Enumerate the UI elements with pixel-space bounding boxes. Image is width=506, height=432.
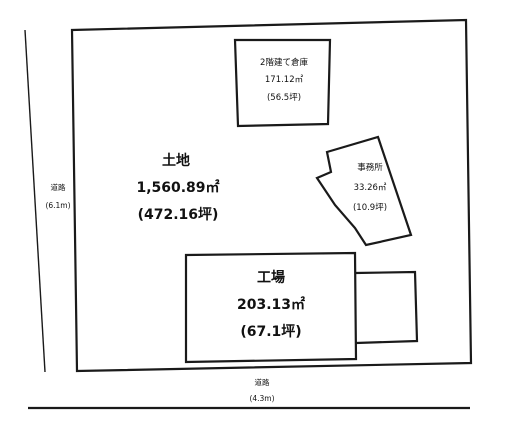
warehouse-outline xyxy=(233,38,332,128)
factory-area: 203.13㎡ xyxy=(237,296,305,313)
factory-outline xyxy=(184,251,358,364)
land-tsubo: (472.16坪) xyxy=(138,207,219,223)
warehouse-area: 171.12㎡ xyxy=(265,75,304,85)
warehouse-name: 2階建て倉庫 xyxy=(260,57,308,68)
office-tsubo: (10.9坪) xyxy=(353,203,387,213)
west-road-name: 道路 xyxy=(51,182,66,192)
west-road-width: (6.1m) xyxy=(45,201,70,210)
office-outline xyxy=(315,135,413,247)
land-boundary xyxy=(70,18,473,373)
office-name: 事務所 xyxy=(357,162,383,173)
west-road-line xyxy=(24,29,46,373)
land-name: 土地 xyxy=(162,152,190,169)
south-road-width: (4.3m) xyxy=(249,394,274,403)
factory-annex-outline xyxy=(354,270,419,345)
land-area: 1,560.89㎡ xyxy=(136,179,219,196)
south-road-name: 道路 xyxy=(255,377,270,387)
factory-tsubo: (67.1坪) xyxy=(240,324,301,340)
factory-name: 工場 xyxy=(257,269,285,286)
warehouse-tsubo: (56.5坪) xyxy=(267,93,301,103)
office-area: 33.26㎡ xyxy=(354,183,387,193)
